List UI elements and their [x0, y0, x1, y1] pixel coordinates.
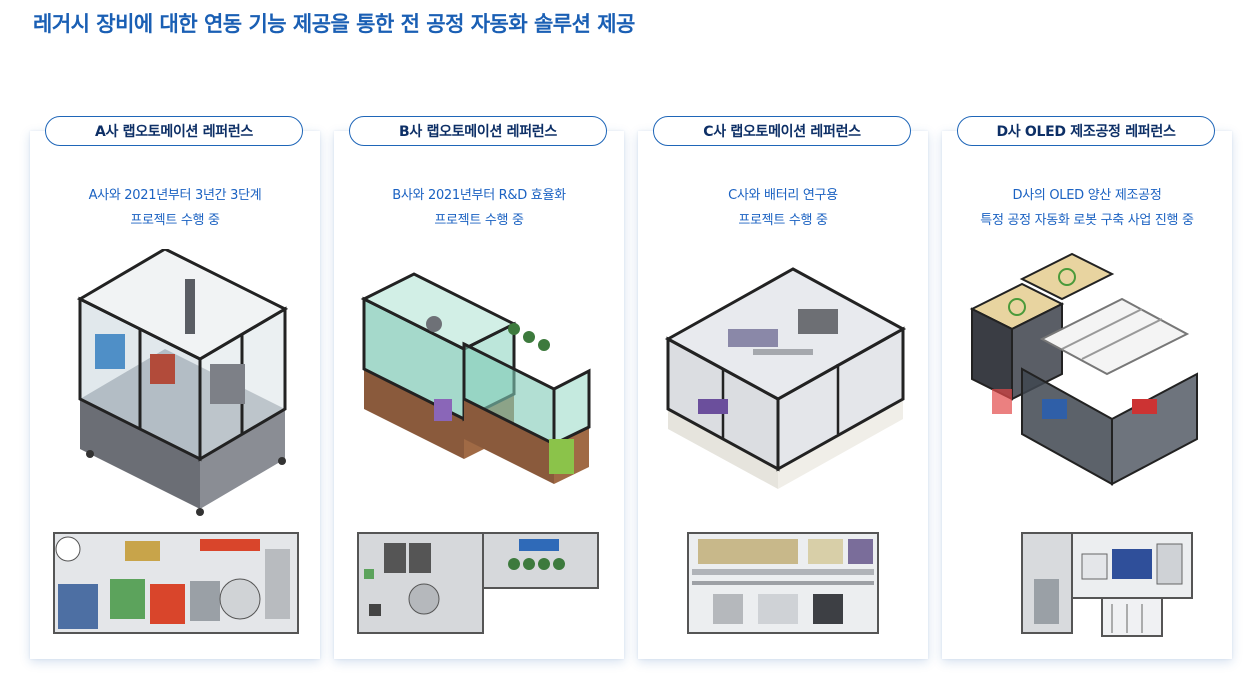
card-description: B사와 2021년부터 R&D 효율화 프로젝트 수행 중 — [334, 183, 624, 233]
card-description: A사와 2021년부터 3년간 3단계 프로젝트 수행 중 — [30, 183, 320, 233]
card-desc-line1: C사와 배터리 연구용 — [728, 188, 838, 203]
reference-card-d[interactable]: D사 OLED 제조공정 레퍼런스 D사의 OLED 양산 제조공정 특정 공정… — [942, 116, 1232, 659]
equipment-isometric-image — [50, 249, 302, 519]
equipment-isometric-image — [962, 249, 1214, 519]
equipment-floorplan-image — [658, 529, 910, 637]
reference-card-b[interactable]: B사 랩오토메이션 레퍼런스 B사와 2021년부터 R&D 효율화 프로젝트 … — [334, 116, 624, 659]
card-desc-line1: A사와 2021년부터 3년간 3단계 — [88, 188, 262, 203]
card-title-pill: B사 랩오토메이션 레퍼런스 — [349, 116, 607, 146]
card-description: D사의 OLED 양산 제조공정 특정 공정 자동화 로봇 구축 사업 진행 중 — [942, 183, 1232, 233]
card-title-pill: C사 랩오토메이션 레퍼런스 — [653, 116, 911, 146]
reference-card-c[interactable]: C사 랩오토메이션 레퍼런스 C사와 배터리 연구용 프로젝트 수행 중 — [638, 116, 928, 659]
reference-card-a[interactable]: A사 랩오토메이션 레퍼런스 A사와 2021년부터 3년간 3단계 프로젝트 … — [30, 116, 320, 659]
card-desc-line1: D사의 OLED 양산 제조공정 — [1012, 188, 1162, 203]
equipment-floorplan-image — [962, 529, 1214, 637]
card-desc-line2: 프로젝트 수행 중 — [130, 213, 220, 228]
equipment-isometric-image — [354, 249, 606, 519]
equipment-floorplan-image — [50, 529, 302, 637]
page-headline: 레거시 장비에 대한 연동 기능 제공을 통한 전 공정 자동화 솔루션 제공 — [33, 12, 635, 36]
card-title-pill: A사 랩오토메이션 레퍼런스 — [45, 116, 303, 146]
card-desc-line2: 프로젝트 수행 중 — [434, 213, 524, 228]
reference-cards: A사 랩오토메이션 레퍼런스 A사와 2021년부터 3년간 3단계 프로젝트 … — [30, 116, 1232, 659]
equipment-floorplan-image — [354, 529, 606, 637]
card-description: C사와 배터리 연구용 프로젝트 수행 중 — [638, 183, 928, 233]
card-title-pill: D사 OLED 제조공정 레퍼런스 — [957, 116, 1215, 146]
card-desc-line2: 프로젝트 수행 중 — [738, 213, 828, 228]
card-desc-line1: B사와 2021년부터 R&D 효율화 — [392, 188, 566, 203]
card-desc-line2: 특정 공정 자동화 로봇 구축 사업 진행 중 — [980, 213, 1194, 228]
equipment-isometric-image — [658, 249, 910, 519]
